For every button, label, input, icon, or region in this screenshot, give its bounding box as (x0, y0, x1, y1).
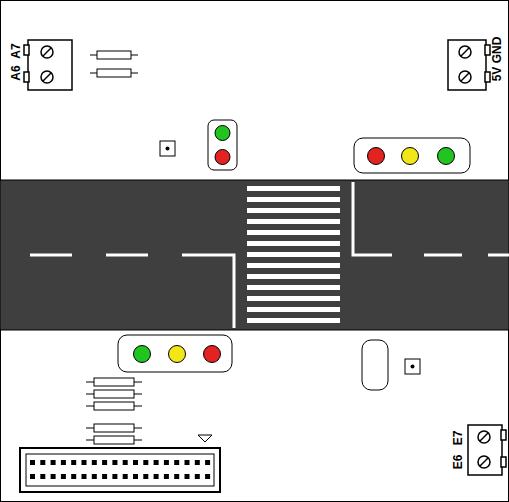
terminal-block (468, 425, 506, 475)
header-pin (112, 474, 117, 479)
header-pin (174, 460, 179, 465)
header-pin (51, 460, 56, 465)
header-pin (174, 474, 179, 479)
header-pin (71, 474, 76, 479)
pin1-marker (198, 435, 212, 442)
header-pin (102, 474, 107, 479)
header-pin (82, 474, 87, 479)
header-pin (61, 474, 66, 479)
header-pin (164, 460, 169, 465)
header-pin (154, 460, 159, 465)
header-pin (123, 474, 128, 479)
header-pin (40, 460, 45, 465)
crosswalk-stripe (247, 252, 340, 257)
header-pin (143, 460, 148, 465)
pin-header (20, 448, 220, 492)
header-pin (71, 460, 76, 465)
header-pin (30, 460, 35, 465)
terminal-label: E6 (452, 455, 464, 470)
header-pin (185, 460, 190, 465)
crosswalk-stripe (247, 307, 340, 312)
header-pin (164, 474, 169, 479)
sensor-housing (362, 340, 388, 390)
crosswalk-stripe (247, 230, 340, 235)
terminal-label: 5V (491, 67, 503, 82)
traffic-light (118, 335, 232, 372)
header-pin (195, 474, 200, 479)
header-pin (133, 474, 138, 479)
terminal-label: A6 (10, 65, 22, 80)
header-pin (30, 474, 35, 479)
header-pin (143, 474, 148, 479)
crosswalk-stripe (247, 274, 340, 279)
resistor-symbol (90, 51, 138, 77)
header-pin (82, 460, 87, 465)
resistor-symbol (86, 378, 142, 444)
header-pin (92, 460, 97, 465)
terminal-block (24, 40, 72, 90)
header-pin (61, 460, 66, 465)
crosswalk-stripe (247, 285, 340, 290)
crosswalk-stripe (247, 318, 340, 323)
header-pin (185, 474, 190, 479)
terminal-label: GND (491, 37, 503, 64)
header-pin (51, 474, 56, 479)
crosswalk-stripe (247, 263, 340, 268)
crosswalk-stripe (247, 186, 340, 191)
header-pin (123, 460, 128, 465)
header-pin (102, 460, 107, 465)
header-pin (40, 474, 45, 479)
crosswalk-stripe (247, 241, 340, 246)
header-pin (205, 460, 210, 465)
crosswalk-stripe (247, 197, 340, 202)
terminal-label: E7 (452, 431, 464, 446)
crosswalk-stripe (247, 219, 340, 224)
crosswalk-stripe (247, 208, 340, 213)
terminal-label: A7 (10, 43, 22, 58)
header-pin (92, 474, 97, 479)
header-pin (195, 460, 200, 465)
header-pin (154, 474, 159, 479)
road (0, 180, 509, 330)
terminal-block (448, 40, 490, 90)
crosswalk (247, 186, 340, 323)
traffic-light (354, 138, 470, 173)
header-pin (133, 460, 138, 465)
header-pin (205, 474, 210, 479)
lane-markings (30, 182, 509, 328)
header-pin (112, 460, 117, 465)
pedestrian-light (208, 120, 237, 170)
crosswalk-stripe (247, 296, 340, 301)
